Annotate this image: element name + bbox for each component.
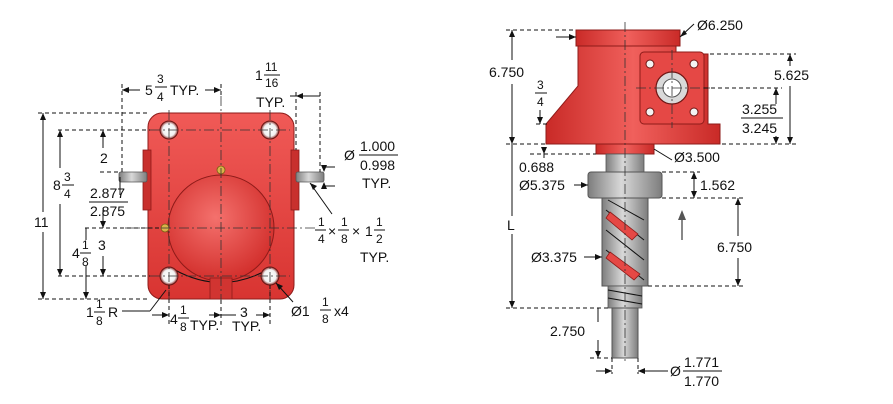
- dim-r-num: 1: [96, 297, 103, 311]
- dim-11: 11: [34, 214, 49, 230]
- key-suffix: TYP.: [360, 249, 389, 265]
- dim-4-1-8-left-num: 1: [82, 238, 89, 252]
- dim-6750-top: 6.750: [489, 64, 524, 80]
- bolt-br: [689, 107, 699, 117]
- dim-1-11-16-whole: 1: [255, 67, 263, 83]
- bolt-tr: [689, 59, 699, 69]
- dim-1-11-16-suffix: TYP.: [256, 94, 285, 110]
- dia-1771-bottom: 1.770: [684, 373, 719, 389]
- dia-6250: Ø6.250: [697, 17, 743, 33]
- dim-8-3-4-den: 4: [64, 187, 71, 201]
- dim-4-1-8-bottom-num: 1: [180, 303, 187, 317]
- dim-r-den: 8: [96, 314, 103, 328]
- dim-1000-top: 1.000: [360, 138, 395, 154]
- dim-3-bottom-suffix: TYP.: [232, 318, 261, 334]
- holes-num: 1: [322, 295, 329, 309]
- dim-L: L: [507, 217, 515, 233]
- worm-shaft-left: [118, 171, 148, 183]
- dim-2877-top: 2.877: [90, 185, 125, 201]
- dim-1000-suffix: TYP.: [362, 175, 391, 191]
- dia-3375: Ø3.375: [531, 249, 577, 265]
- dia-1771-prefix: Ø: [670, 363, 681, 379]
- dim-8-3-4-whole: 8: [53, 177, 61, 193]
- key-c-whole: 1: [365, 223, 373, 239]
- dim-4-1-8-bottom-den: 8: [180, 320, 187, 334]
- dim-2750: 2.750: [550, 323, 585, 339]
- dim-3-4-den: 4: [537, 95, 544, 109]
- holes-suffix: x4: [334, 303, 349, 319]
- dim-3255-top: 3.255: [742, 101, 777, 117]
- dim-4-1-8-left-den: 8: [82, 255, 89, 269]
- front-view: [118, 96, 325, 310]
- dia-1771-top: 1.771: [684, 354, 719, 370]
- dim-1-11-16-num: 11: [265, 60, 278, 74]
- key-c-den: 2: [376, 232, 383, 246]
- dia-5375: Ø5.375: [519, 177, 565, 193]
- dim-5-3-4-suffix: TYP.: [170, 82, 199, 98]
- dim-6750-right: 6.750: [717, 239, 752, 255]
- front-dimensions: 5 3 4 TYP. 1 11 16 TYP. 2 8 3 4 2.877: [34, 60, 398, 334]
- key-a-num: 1: [318, 215, 325, 229]
- dim-5-3-4-whole: 5: [145, 82, 153, 98]
- key-c-num: 1: [376, 215, 383, 229]
- dim-3255-bottom: 3.245: [742, 120, 777, 136]
- key-times-2: ×: [352, 223, 360, 239]
- dim-1562: 1.562: [700, 177, 735, 193]
- holes-den: 8: [322, 312, 329, 326]
- dim-2877-bottom: 2.875: [90, 203, 125, 219]
- dim-4-1-8-bottom-suffix: TYP.: [190, 317, 219, 333]
- dim-8-3-4-num: 3: [64, 170, 71, 184]
- dim-5625: 5.625: [774, 67, 809, 83]
- dim-r-suffix: R: [108, 304, 118, 320]
- dim-5-3-4-num: 3: [157, 72, 164, 86]
- key-times-1: ×: [328, 223, 336, 239]
- side-view: [545, 22, 721, 364]
- dim-r-whole: 1: [86, 304, 94, 320]
- holes-prefix: Ø1: [291, 303, 310, 319]
- dim-3-4-num: 3: [537, 78, 544, 92]
- top-flange: [575, 29, 681, 47]
- dim-4-1-8-bottom-whole: 4: [170, 311, 178, 327]
- key-b-num: 1: [341, 215, 348, 229]
- dim-1-11-16-den: 16: [265, 76, 279, 90]
- dim-2: 2: [100, 150, 108, 166]
- key-b-den: 8: [341, 232, 348, 246]
- dim-1000-bottom: 0.998: [360, 157, 395, 173]
- dia-3500: Ø3.500: [674, 149, 720, 165]
- dim-3-left: 3: [98, 237, 106, 253]
- dim-3-bottom: 3: [240, 304, 248, 320]
- dim-5-3-4-den: 4: [157, 90, 164, 104]
- bolt-tl: [645, 59, 655, 69]
- worm-shaft-right: [295, 171, 325, 183]
- dim-1000-prefix: Ø: [344, 147, 355, 163]
- side-dimensions: Ø6.250 6.750 3 4 5.625 3.255 3.245: [489, 17, 809, 389]
- dim-0688: 0.688: [519, 159, 554, 175]
- bolt-bl: [645, 107, 655, 117]
- key-a-den: 4: [318, 232, 325, 246]
- dim-4-1-8-left-whole: 4: [72, 245, 80, 261]
